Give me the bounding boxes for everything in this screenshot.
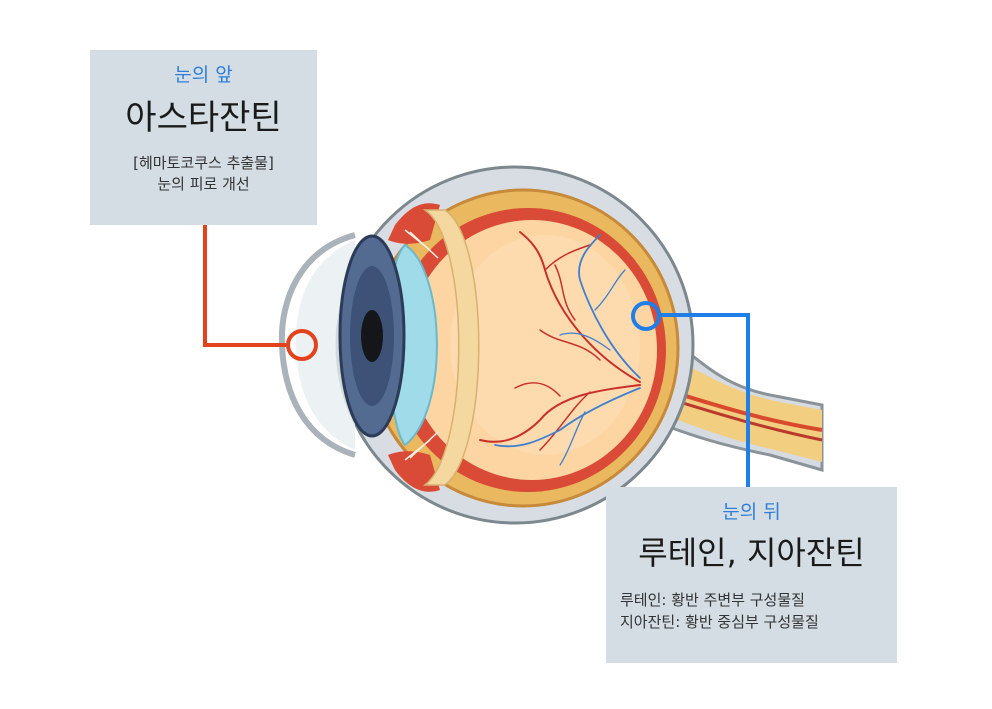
back-description-line: 루테인: 황반 주변부 구성물질	[620, 591, 805, 609]
back-pointer-ring	[631, 301, 661, 331]
front-description-line: [헤마토코쿠스 추출물]	[133, 154, 274, 172]
front-description: [헤마토코쿠스 추출물] 눈의 피로 개선	[90, 153, 317, 195]
back-of-eye-panel: 눈의 뒤 루테인, 지아잔틴 루테인: 황반 주변부 구성물질 지아잔틴: 황반…	[606, 487, 897, 663]
front-description-line: 눈의 피로 개선	[157, 175, 250, 193]
front-pigment-name: 아스타잔틴	[125, 98, 282, 138]
front-pointer-ring	[286, 329, 318, 361]
back-section-label: 눈의 뒤	[722, 501, 781, 523]
ciliary-body-top	[388, 203, 440, 244]
back-description-line: 지아잔틴: 황반 중심부 구성물질	[620, 613, 819, 631]
zonules	[404, 229, 439, 461]
front-section-label: 눈의 앞	[174, 64, 233, 86]
back-pigment-names: 루테인, 지아잔틴	[638, 534, 865, 572]
front-pointer-line	[203, 225, 286, 347]
retinal-vessels	[479, 231, 641, 466]
front-of-eye-panel: 눈의 앞 아스타잔틴 [헤마토코쿠스 추출물] 눈의 피로 개선	[90, 50, 317, 225]
back-description: 루테인: 황반 주변부 구성물질 지아잔틴: 황반 중심부 구성물질	[620, 589, 889, 633]
pupil	[361, 310, 383, 362]
ciliary-body-bottom	[388, 451, 440, 492]
back-pointer-line	[660, 313, 750, 487]
